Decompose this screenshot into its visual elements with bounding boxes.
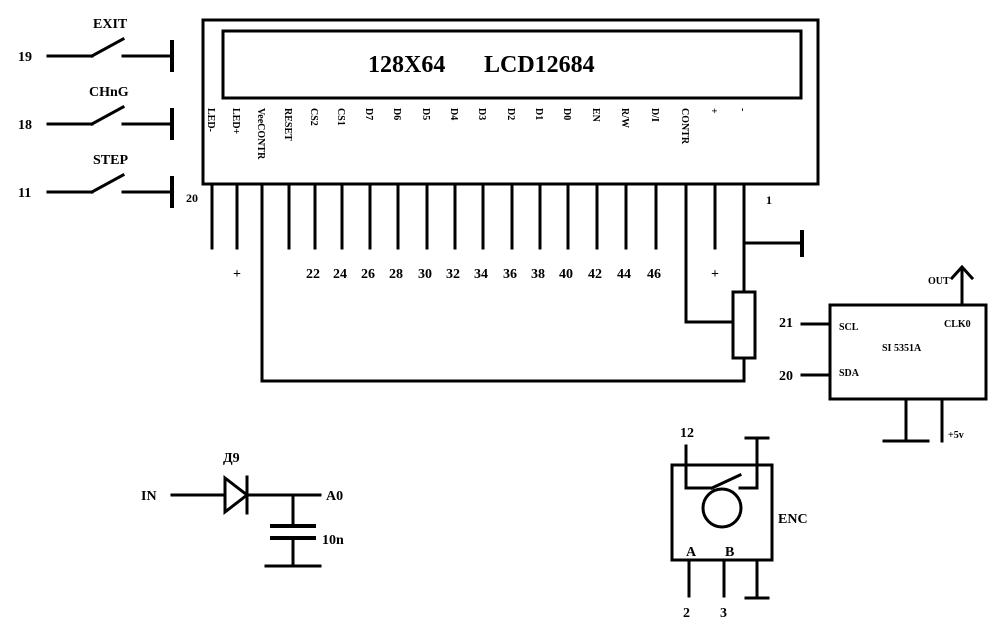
lcd-pin-label: VeeCONTR (255, 108, 266, 160)
encoder-name-label: ENC (778, 512, 808, 527)
si5351-title: SI 5351A (882, 343, 922, 354)
encoder-module: ENC 12 A B 2 3 (670, 426, 808, 621)
lcd-pin-group: LED- LED+ + VeeCONTR RESET CS2 22 CS1 24 D7 26 D6 28… (205, 108, 748, 282)
vee-wire (260, 246, 746, 383)
diode-in-label: IN (141, 489, 157, 504)
lcd-pin-number: 28 (389, 267, 403, 282)
lcd-module: 128X64 LCD12684 20 1 LED- LED+ + VeeCONTR RE… (186, 18, 820, 282)
lcd-pin-number: 36 (503, 267, 517, 282)
lcd-pin-number: 32 (446, 267, 460, 282)
diode-name-label: Д9 (223, 451, 240, 466)
lcd-pin-label: CS2 (308, 108, 319, 126)
button-step-pin: 11 (18, 186, 31, 201)
si5351-sda-label: SDA (839, 368, 860, 379)
encoder-a-label: A (686, 545, 697, 560)
lcd-pin-label: R/W (619, 108, 630, 128)
lcd-pin-number: 24 (333, 267, 347, 282)
lcd-body (201, 18, 820, 186)
contrast-potentiometer (731, 290, 757, 360)
lcd-title-b: LCD12684 (484, 52, 595, 78)
lcd-pin-number: 26 (361, 267, 375, 282)
lcd-pin-number: 22 (306, 267, 320, 282)
diode-circuit: IN Д9 A0 10n (141, 451, 344, 568)
si5351-clk-label: CLK0 (944, 319, 971, 330)
button-step-label: STEP (93, 153, 128, 168)
encoder-b-pin: 3 (720, 606, 727, 621)
out-arrow-icon (949, 264, 975, 281)
si5351-scl-pin: 21 (779, 316, 793, 331)
lcd-screen (221, 29, 803, 100)
button-exit-label: EXIT (93, 17, 128, 32)
lcd-pin-label: D1 (533, 108, 544, 120)
lcd-pin-label: D2 (505, 108, 516, 120)
lcd-pin-label: - (737, 108, 748, 111)
contr-wire (684, 246, 735, 324)
lcd-pin-label: RESET (282, 108, 293, 141)
lcd-pin-number: 44 (617, 267, 631, 282)
si5351-scl-label: SCL (839, 322, 859, 333)
encoder-body (670, 463, 774, 562)
lcd-pin-label: D0 (561, 108, 572, 120)
lcd-pin-label: D6 (391, 108, 402, 120)
lcd-pin-number: 46 (647, 267, 661, 282)
encoder-a-pin: 2 (683, 606, 690, 621)
button-exit-pin: 19 (18, 50, 32, 65)
button-chng-pin: 18 (18, 118, 32, 133)
si5351-module: SI 5351A SCL SDA CLK0 OUT 21 20 +5v (779, 264, 988, 443)
diode-icon (223, 474, 250, 516)
button-contact-icon (89, 172, 126, 195)
si5351-vcc-label: +5v (948, 430, 964, 441)
diode-out-label: A0 (326, 489, 343, 504)
button-contact-icon (89, 36, 126, 59)
lcd-pin-number: 42 (588, 267, 602, 282)
lcd-pin-label: D/I (649, 108, 660, 122)
si5351-sda-pin: 20 (779, 369, 793, 384)
capacitor-label: 10n (322, 533, 344, 548)
lcd-pin-label: D5 (420, 108, 431, 120)
lcd-wiring (260, 230, 804, 383)
si5351-body (828, 303, 988, 401)
lcd-pin-number: + (233, 267, 241, 282)
lcd-pin-label: LED- (205, 108, 216, 132)
encoder-switch-contact (710, 473, 742, 490)
button-chng-label: CHnG (89, 85, 129, 100)
lcd-pin-label: CS1 (335, 108, 346, 126)
lcd-pin-right-number: 1 (766, 193, 772, 207)
encoder-knob-icon (701, 487, 743, 529)
lcd-pin-label: D7 (363, 108, 374, 120)
lcd-pin-label: + (708, 108, 719, 114)
lcd-pin-number: + (711, 267, 719, 282)
encoder-top-pin: 12 (680, 426, 694, 441)
lcd-pin-number: 34 (474, 267, 488, 282)
lcd-pin-label: D3 (476, 108, 487, 120)
button-contact-icon (89, 104, 126, 127)
lcd-pin-number: 38 (531, 267, 545, 282)
lcd-pin-label: D4 (448, 108, 459, 120)
lcd-pin-number: 30 (418, 267, 432, 282)
lcd-pin-label: EN (590, 108, 601, 123)
encoder-b-label: B (725, 545, 734, 560)
lcd-pin-number: 40 (559, 267, 573, 282)
lcd-pin-left-number: 20 (186, 191, 198, 205)
si5351-out-label: OUT (928, 276, 950, 287)
lcd-pin-label: CONTR (679, 108, 690, 145)
lcd-pin-label: LED+ (230, 108, 241, 135)
lcd-title-a: 128X64 (368, 52, 445, 78)
